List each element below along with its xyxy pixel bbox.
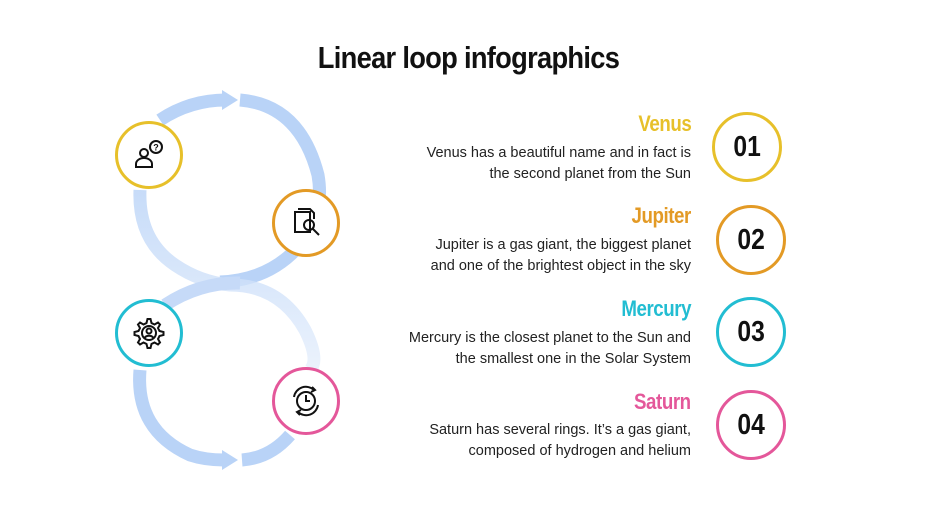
item-description: Mercury is the closest planet to the Sun… <box>408 330 691 367</box>
jupiter-icon-node <box>272 189 340 257</box>
item-number-badge: 01 <box>712 112 782 182</box>
gear-user-icon <box>133 318 165 349</box>
item-description: Venus has a beautiful name and in fact i… <box>426 145 691 182</box>
item-description: Saturn has several rings. It’s a gas gia… <box>429 422 691 459</box>
saturn-icon-node <box>272 367 340 435</box>
document-search-icon <box>294 208 320 236</box>
venus-icon-node: ? <box>115 121 183 189</box>
clock-refresh-icon <box>293 385 319 417</box>
svg-text:?: ? <box>153 143 159 153</box>
item-heading: Saturn <box>634 389 691 414</box>
item-number-badge: 03 <box>716 297 786 367</box>
page-title: Linear loop infographics <box>317 40 620 75</box>
mercury-icon-node <box>115 299 183 367</box>
user-question-icon: ? <box>135 140 163 168</box>
item-number-badge: 02 <box>716 205 786 275</box>
loop-diagram <box>133 90 327 470</box>
item-heading: Jupiter <box>631 203 692 228</box>
item-heading: Venus <box>638 111 691 136</box>
item-description: Jupiter is a gas giant, the biggest plan… <box>430 237 691 274</box>
item-heading: Mercury <box>621 296 691 321</box>
item-number-badge: 04 <box>716 390 786 460</box>
